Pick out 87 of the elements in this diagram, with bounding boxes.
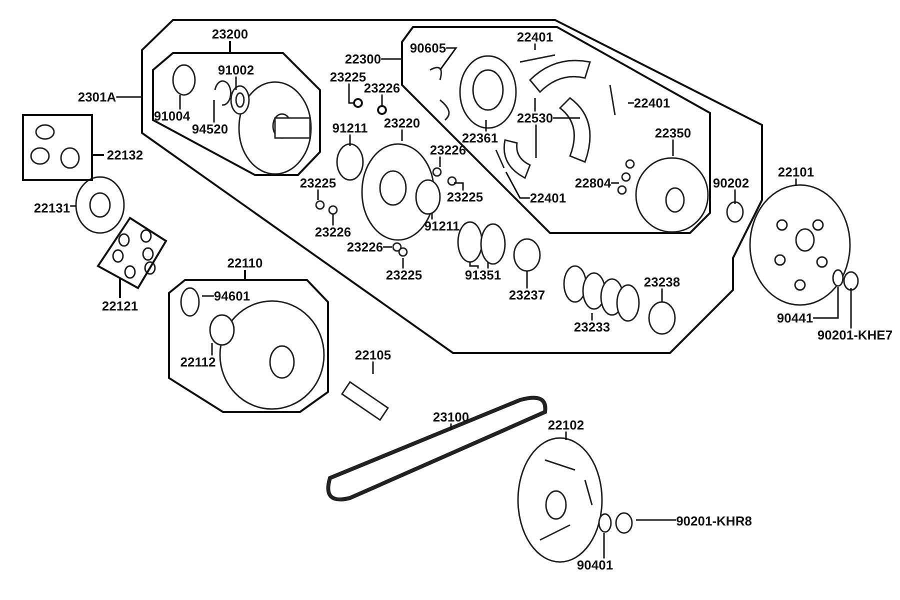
part-number: 90401 (576, 558, 614, 572)
leader-line (439, 156, 441, 167)
leader-line (450, 424, 452, 430)
leader-line (734, 190, 736, 204)
leader-line (213, 100, 215, 122)
part-number: 22121 (102, 300, 138, 312)
part-number: 23226 (346, 240, 384, 254)
leader-line (439, 47, 458, 70)
part-number: 90201-KHE7 (817, 328, 893, 342)
part-number: 23220 (384, 116, 420, 130)
part-number: 23233 (574, 320, 610, 334)
leader-line (636, 519, 676, 521)
part-number: 23225 (446, 190, 484, 204)
leader-line (672, 140, 674, 156)
part-number: 90441 (776, 312, 814, 324)
part-number: 23225 (330, 70, 366, 84)
part-number: 23226 (364, 82, 400, 94)
leader-line (487, 262, 489, 268)
part-number: 23100 (432, 410, 470, 424)
leader-line (401, 130, 403, 141)
part-number: 22401 (530, 192, 566, 204)
leader-line (235, 76, 237, 90)
part-number: 23200 (212, 28, 248, 40)
leader-line (402, 258, 404, 268)
part-number: 22361 (462, 132, 498, 144)
part-number: 22132 (106, 148, 144, 162)
leader-line (603, 533, 605, 558)
leader-line (591, 313, 593, 320)
leader-line (179, 95, 181, 110)
leader-line (553, 117, 580, 119)
part-number: 23225 (386, 268, 422, 282)
part-number: 23237 (508, 288, 546, 302)
leader-line (332, 214, 334, 226)
part-number: 23226 (430, 144, 466, 156)
part-number: 94601 (214, 290, 250, 302)
leader-line (116, 96, 141, 98)
leader-line (534, 44, 536, 50)
leader-line (211, 343, 213, 356)
part-number: 91211 (424, 220, 460, 232)
part-number: 23225 (300, 176, 336, 190)
part-number: 22131 (34, 202, 70, 214)
leader-line (526, 271, 528, 288)
part-number: 91211 (332, 122, 368, 134)
leader-line (381, 58, 401, 60)
part-number: 23238 (644, 276, 680, 288)
leader-line (70, 205, 76, 207)
part-number: 22300 (344, 52, 382, 66)
part-number: 22350 (654, 126, 692, 140)
leader-line (202, 295, 214, 297)
part-number: 22401 (634, 96, 670, 110)
part-number: 2301A (78, 90, 116, 104)
part-number: 90201-KHR8 (676, 514, 752, 528)
leader-line (383, 246, 392, 248)
part-number: 22804 (574, 176, 612, 190)
part-number: 94520 (192, 122, 228, 136)
part-number: 22530 (516, 112, 554, 124)
leader-line (348, 84, 354, 104)
leader-line (661, 288, 663, 302)
leader-line (813, 287, 839, 319)
part-number: 90605 (410, 42, 446, 54)
part-number: 22110 (227, 256, 263, 270)
leader-line (485, 120, 487, 132)
part-number: 22105 (354, 348, 392, 362)
leader-line (372, 362, 374, 374)
leader-line (565, 432, 567, 440)
leader-line (795, 178, 797, 186)
leader-line (534, 98, 536, 112)
leader-line (454, 182, 464, 190)
part-number: 90202 (712, 176, 750, 190)
leader-line (469, 262, 479, 268)
leader-line (381, 94, 383, 106)
leader-line (349, 134, 351, 146)
part-number: 91004 (154, 110, 190, 122)
leader-line (535, 124, 537, 158)
part-number: 23226 (314, 226, 352, 238)
part-number: 22401 (516, 30, 554, 44)
part-number: 22112 (180, 356, 216, 368)
part-number: 22102 (548, 418, 584, 432)
leader-line (628, 102, 634, 104)
leader-line (431, 213, 433, 220)
leader-line (505, 172, 530, 199)
leader-line (611, 182, 619, 184)
leader-line (850, 288, 852, 328)
part-number: 91002 (218, 64, 254, 76)
leader-line (317, 190, 319, 200)
part-number: 22101 (778, 166, 814, 178)
part-number: 91351 (464, 268, 502, 282)
